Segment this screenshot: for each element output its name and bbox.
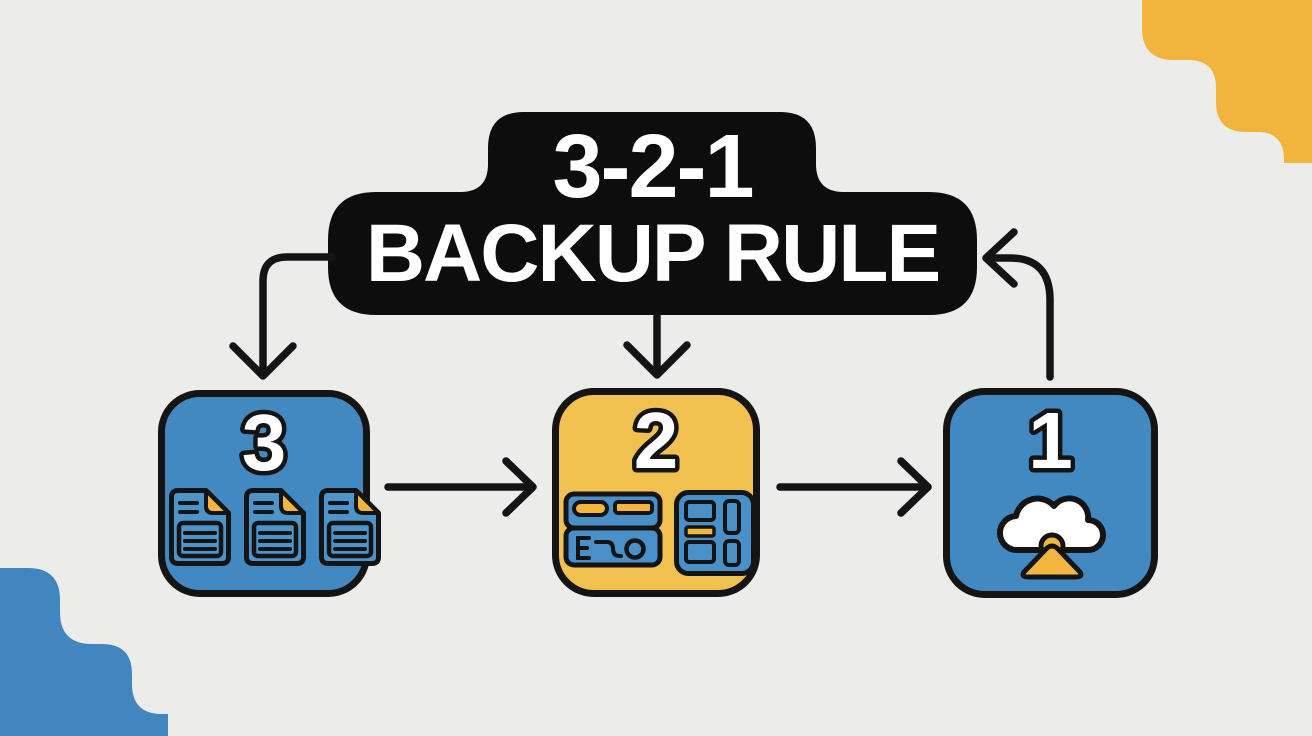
banner-shape bbox=[328, 112, 977, 315]
arrow-box2-to-box1-icon bbox=[776, 457, 932, 517]
step-box-1: 1 bbox=[943, 388, 1158, 598]
banner-subtitle: BACKUP RULE bbox=[365, 208, 941, 299]
document-icon bbox=[319, 488, 381, 566]
arrow-banner-to-box3-icon bbox=[229, 253, 336, 380]
box-3-number: 3 bbox=[237, 394, 291, 492]
step-box-3: 3 bbox=[158, 390, 381, 597]
banner-title: 3-2-1 bbox=[552, 117, 754, 217]
cloud-upload-icon bbox=[997, 495, 1106, 580]
step-box-2: 2 bbox=[552, 388, 760, 597]
svg-text:3: 3 bbox=[242, 398, 287, 487]
document-icon bbox=[169, 488, 231, 566]
svg-text:2: 2 bbox=[634, 396, 679, 485]
box-1-number: 1 bbox=[1024, 392, 1078, 490]
document-icon bbox=[244, 488, 306, 566]
memory-card-icon bbox=[674, 490, 756, 576]
arrow-banner-to-box2-icon bbox=[623, 312, 691, 379]
arrow-box1-to-banner-icon bbox=[982, 228, 1054, 381]
corner-blob-blue bbox=[0, 568, 168, 736]
arrow-box3-to-box2-icon bbox=[384, 457, 537, 517]
upload-figure-icon bbox=[1020, 532, 1084, 580]
svg-text:1: 1 bbox=[1028, 396, 1073, 485]
storage-unit-icon bbox=[563, 491, 663, 568]
box-2-number: 2 bbox=[629, 392, 683, 490]
corner-blob-yellow bbox=[1142, 0, 1312, 163]
documents-group bbox=[168, 487, 382, 567]
cloud-icon bbox=[997, 495, 1106, 554]
